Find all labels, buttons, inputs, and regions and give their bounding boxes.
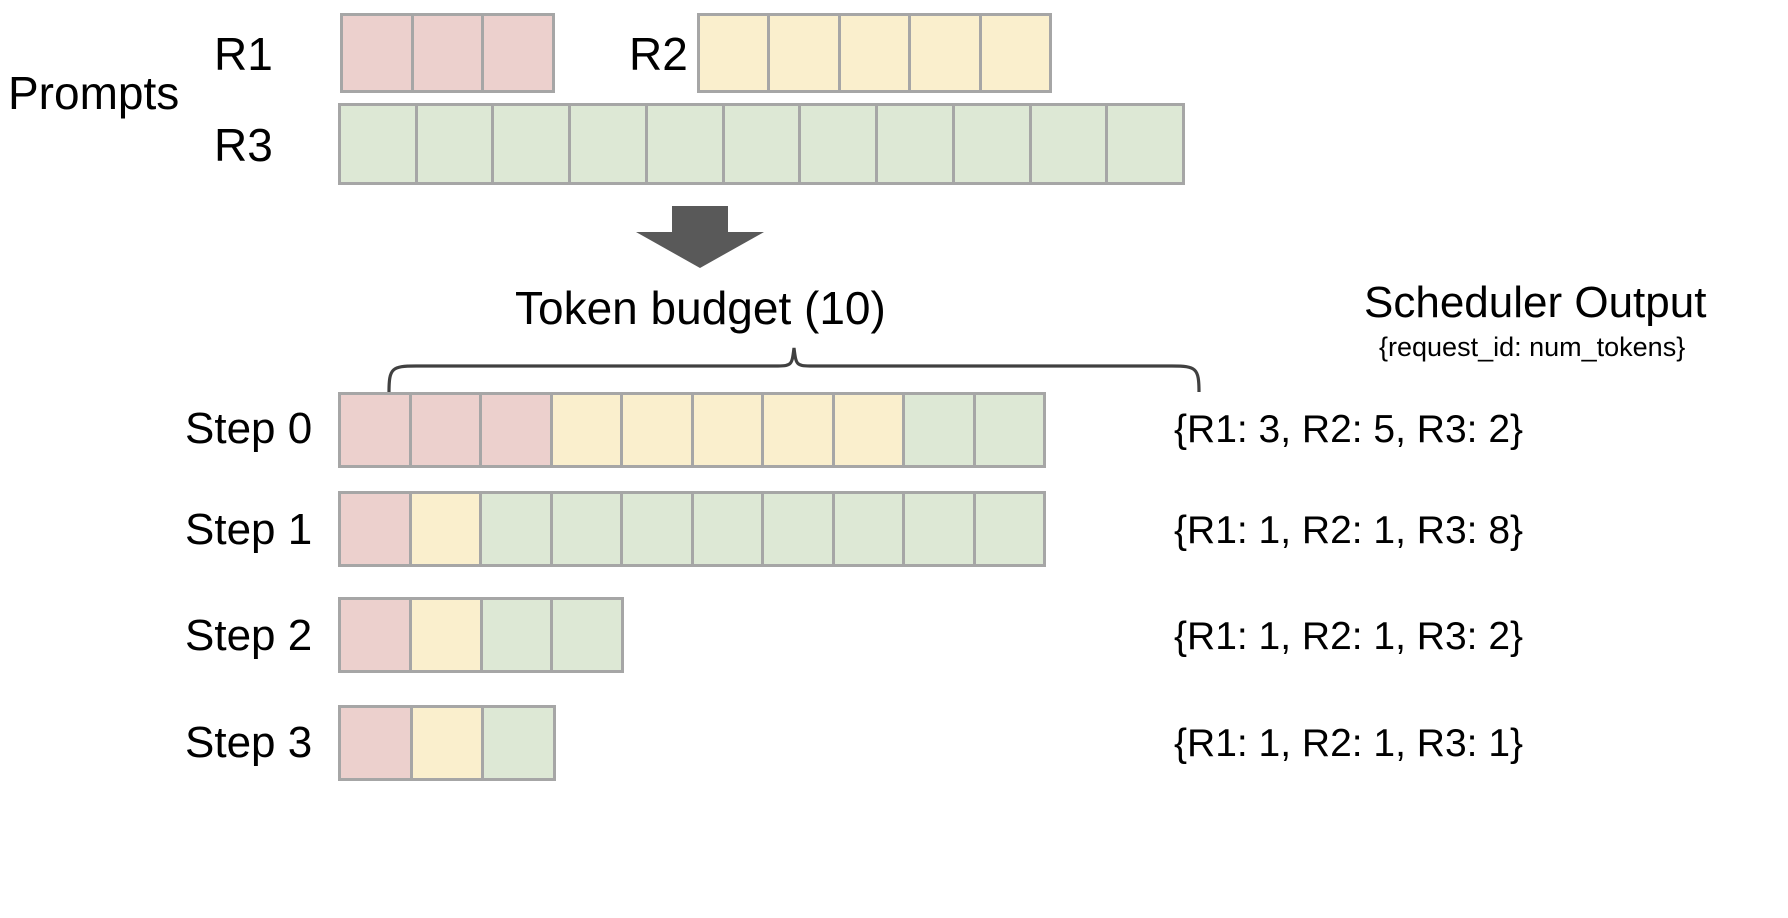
step-3-token-cell bbox=[412, 708, 482, 778]
prompt-token-r2-cell bbox=[770, 16, 838, 90]
prompt-token-r3-cell bbox=[801, 106, 876, 182]
prompt-token-r3-cell bbox=[954, 106, 1029, 182]
prompt-token-r3-cell bbox=[417, 106, 492, 182]
scheduler-output-row-3: {R1: 1, R2: 1, R3: 1} bbox=[1174, 722, 1524, 765]
step-0-token-cell bbox=[975, 395, 1043, 465]
down-arrow-icon bbox=[636, 206, 764, 268]
prompt-token-r3-cell bbox=[724, 106, 799, 182]
step-0-token-cell bbox=[693, 395, 761, 465]
step-0-token-cell bbox=[411, 395, 479, 465]
prompt-token-r2-cell bbox=[981, 16, 1050, 90]
step-0-token-cell bbox=[834, 395, 902, 465]
step-token-strip-0 bbox=[338, 392, 1046, 468]
prompts-section-label: Prompts bbox=[8, 67, 180, 119]
step-1-token-cell bbox=[411, 494, 479, 564]
step-0-token-cell bbox=[905, 395, 973, 465]
step-2-token-cell bbox=[341, 600, 409, 670]
prompt-row-label-r2: R2 bbox=[629, 28, 688, 80]
step-0-token-cell bbox=[482, 395, 550, 465]
step-0-token-cell bbox=[764, 395, 832, 465]
step-1-token-cell bbox=[975, 494, 1043, 564]
step-token-strip-1 bbox=[338, 491, 1046, 567]
prompt-token-r3-cell bbox=[878, 106, 952, 182]
scheduler-output-title: Scheduler Output bbox=[1364, 278, 1707, 327]
prompt-token-strip-r2 bbox=[697, 13, 1052, 93]
prompt-token-r3-cell bbox=[647, 106, 722, 182]
step-label-1: Step 1 bbox=[185, 505, 313, 554]
prompt-token-r3-cell bbox=[571, 106, 645, 182]
prompt-token-r3-cell bbox=[341, 106, 415, 182]
step-2-token-cell bbox=[411, 600, 480, 670]
step-1-token-cell bbox=[834, 494, 902, 564]
token-budget-label: Token budget (10) bbox=[515, 282, 886, 334]
step-1-token-cell bbox=[693, 494, 761, 564]
prompt-token-r1-cell bbox=[343, 16, 411, 90]
step-1-token-cell bbox=[764, 494, 832, 564]
step-label-0: Step 0 bbox=[185, 404, 313, 453]
scheduler-output-row-1: {R1: 1, R2: 1, R3: 8} bbox=[1174, 509, 1524, 552]
step-1-token-cell bbox=[552, 494, 620, 564]
prompt-token-r2-cell bbox=[840, 16, 909, 90]
step-label-3: Step 3 bbox=[185, 718, 313, 767]
prompt-token-r3-cell bbox=[1031, 106, 1106, 182]
step-1-token-cell bbox=[482, 494, 550, 564]
prompt-row-label-r1: R1 bbox=[214, 28, 273, 80]
step-0-token-cell bbox=[552, 395, 620, 465]
step-1-token-cell bbox=[341, 494, 409, 564]
scheduler-output-row-0: {R1: 3, R2: 5, R3: 2} bbox=[1174, 408, 1524, 451]
prompt-token-r1-cell bbox=[413, 16, 482, 90]
prompt-token-r2-cell bbox=[911, 16, 979, 90]
prompt-token-r1-cell bbox=[484, 16, 553, 90]
step-3-token-cell bbox=[484, 708, 554, 778]
step-2-token-cell bbox=[482, 600, 551, 670]
prompt-row-label-r3: R3 bbox=[214, 119, 273, 171]
scheduler-output-subtitle: {request_id: num_tokens} bbox=[1379, 332, 1686, 362]
prompt-token-r3-cell bbox=[1108, 106, 1183, 182]
scheduler-output-row-2: {R1: 1, R2: 1, R3: 2} bbox=[1174, 615, 1524, 658]
prompt-token-r2-cell bbox=[700, 16, 768, 90]
step-2-token-cell bbox=[553, 600, 621, 670]
step-token-strip-3 bbox=[338, 705, 556, 781]
step-1-token-cell bbox=[905, 494, 973, 564]
step-0-token-cell bbox=[623, 395, 691, 465]
token-budget-brace-icon bbox=[386, 346, 1202, 394]
prompt-token-r3-cell bbox=[494, 106, 569, 182]
step-3-token-cell bbox=[341, 708, 410, 778]
prompt-token-strip-r1 bbox=[340, 13, 555, 93]
step-0-token-cell bbox=[341, 395, 409, 465]
step-1-token-cell bbox=[623, 494, 691, 564]
step-token-strip-2 bbox=[338, 597, 624, 673]
step-label-2: Step 2 bbox=[185, 611, 313, 660]
prompt-token-strip-r3 bbox=[338, 103, 1185, 185]
